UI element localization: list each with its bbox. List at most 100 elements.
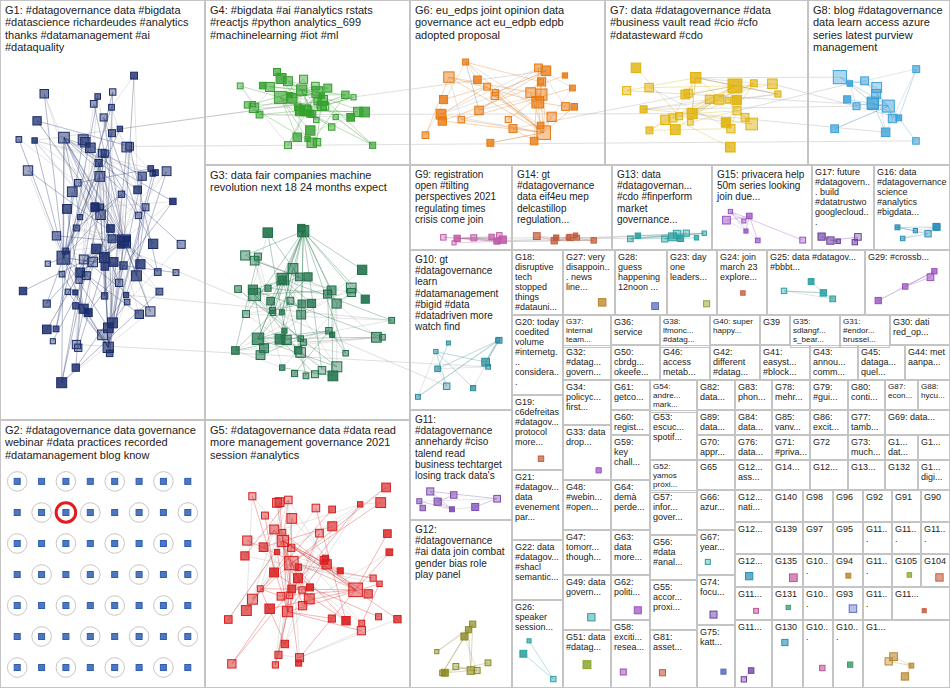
network-edge [247, 504, 360, 540]
vertex-ring [56, 658, 76, 678]
vertex-square [87, 572, 93, 578]
network-edge [303, 337, 376, 342]
vertex-square [52, 232, 60, 240]
vertex-square [537, 78, 545, 86]
group-heading: G24: join march 23 explore... [720, 252, 764, 282]
group-panel: G56: #data #anal... [650, 535, 697, 580]
network-edge [310, 587, 379, 616]
vertex-square [848, 662, 853, 667]
vertex-square [136, 260, 145, 269]
network-edge [442, 624, 472, 673]
network-edge [337, 304, 377, 338]
network-edge [336, 304, 337, 367]
vertex-ring [154, 596, 174, 616]
vertex-square [120, 262, 127, 269]
network-edge [126, 171, 167, 295]
network-edge [644, 109, 693, 113]
vertex-square [295, 106, 305, 116]
vertex-square [136, 478, 142, 484]
network-edge [696, 78, 778, 94]
vertex-square [684, 89, 692, 97]
group-panel: G30: dati red_op... [890, 315, 950, 345]
group-panel: G75: katt... [697, 625, 735, 688]
vertex-square [185, 634, 191, 640]
group-panel: G45: dataga... quel... [858, 345, 905, 380]
network-edge [784, 291, 823, 293]
vertex-square [307, 584, 314, 591]
group-panel: G26: speaker session... [512, 600, 563, 688]
network-edge [442, 121, 543, 133]
vertex-square [376, 614, 382, 620]
vertex-square [628, 236, 634, 242]
vertex-square [100, 114, 107, 121]
group-panel: G20: today coedited volume #internetg...… [512, 315, 563, 395]
network-edge [104, 171, 166, 257]
vertex-square [185, 572, 191, 578]
group-heading: G131 [775, 589, 800, 599]
network-edge [899, 69, 917, 118]
vertex-square [370, 575, 376, 581]
vertex-square [347, 114, 355, 122]
group-panel: G10... [803, 587, 833, 620]
vertex-square [497, 233, 502, 238]
vertex-square [358, 265, 367, 274]
network-edge [696, 78, 778, 94]
group-panel: G3: data fair companies machine revoluti… [205, 165, 410, 420]
vertex-square [288, 544, 295, 551]
vertex-square [296, 654, 304, 662]
vertex-square [63, 510, 69, 516]
vertex-square [286, 592, 293, 599]
group-panel: G79: #gui... [810, 380, 848, 410]
vertex-square [118, 235, 131, 248]
network-edge [419, 499, 497, 502]
group-heading: G7: data #datagovernance #data #business… [610, 4, 803, 41]
vertex-square [248, 594, 258, 604]
group-panel: G62: politi... [611, 575, 650, 620]
vertex-square [571, 104, 578, 111]
vertex-square [63, 665, 69, 671]
vertex-square [73, 225, 79, 231]
network-edge [62, 176, 100, 382]
group-heading: G47: tomorr... though... [566, 532, 608, 562]
vertex-square [895, 225, 900, 230]
group-heading: G64: demà perde... [614, 482, 647, 512]
vertex-square [63, 541, 69, 547]
vertex-square [733, 107, 741, 115]
group-panel: G42: different #datag... [710, 345, 760, 380]
group-panel: G24: join march 23 explore... [717, 250, 767, 315]
vertex-square [33, 117, 41, 125]
vertex-square [32, 138, 37, 143]
group-heading: G84: data... [738, 412, 769, 432]
vertex-square [79, 255, 88, 264]
vertex-square [370, 142, 376, 148]
vertex-square [39, 478, 45, 484]
vertex-square [23, 166, 32, 175]
network-edge [246, 231, 303, 314]
network-edge [441, 68, 538, 114]
vertex-square [846, 573, 851, 578]
vertex-square [110, 89, 116, 95]
vertex-square [270, 525, 279, 534]
vertex-square [112, 603, 118, 609]
vertex-square [160, 572, 166, 578]
vertex-square [932, 269, 937, 274]
vertex-square [853, 103, 860, 110]
vertex-square [342, 617, 350, 625]
vertex-square [279, 310, 284, 315]
group-heading: G104 [924, 556, 947, 566]
vertex-square [297, 310, 306, 319]
vertex-square [494, 495, 501, 502]
network-edge [258, 339, 337, 367]
vertex-square [241, 606, 251, 616]
group-heading: G23: day one leaders... [670, 252, 714, 282]
vertex-square [256, 351, 265, 360]
vertex-square [704, 301, 710, 307]
group-panel: G19: c6defreitas #datagov... protocol mo… [512, 395, 563, 470]
network-edge [283, 279, 352, 292]
network-edge [328, 294, 329, 331]
vertex-square [631, 63, 641, 73]
vertex-square [922, 609, 926, 613]
vertex-square [40, 90, 49, 99]
vertex-square [836, 239, 841, 244]
vertex-square [721, 669, 726, 674]
